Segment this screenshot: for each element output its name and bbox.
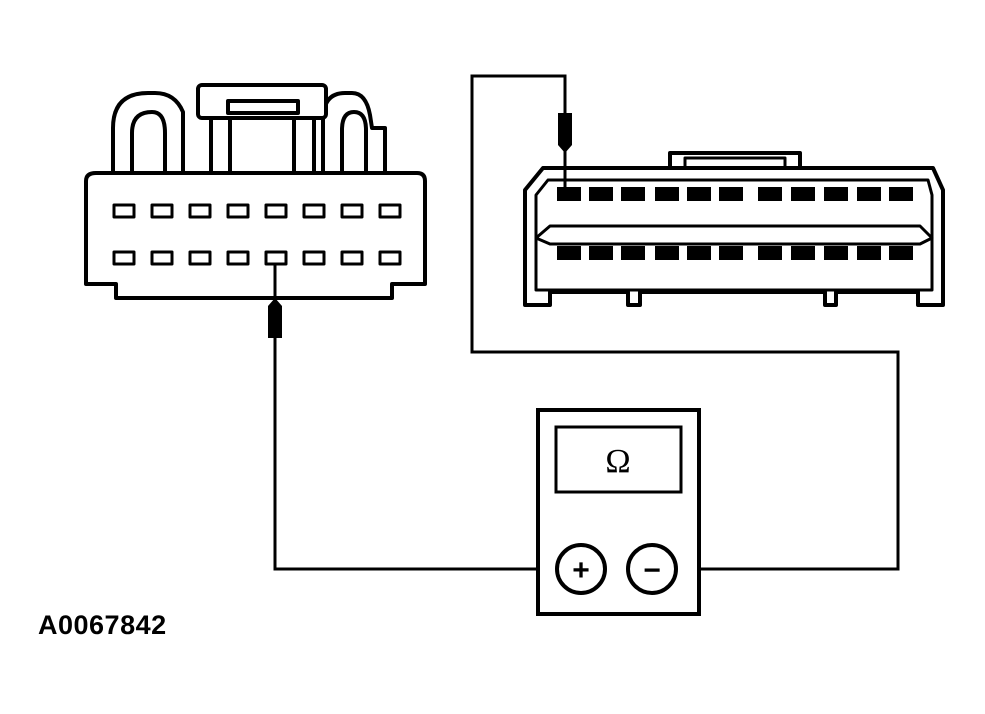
- pin: [719, 187, 743, 201]
- negative-lead-wire: [470, 74, 900, 571]
- pin: [557, 187, 581, 201]
- cavity: [340, 250, 364, 266]
- negative-terminal: [626, 543, 678, 595]
- pin: [687, 246, 711, 260]
- left-connector-cavities-top: [112, 203, 402, 219]
- cavity: [112, 203, 136, 219]
- pin: [621, 246, 645, 260]
- pin: [687, 187, 711, 201]
- cavity: [302, 250, 326, 266]
- cavity: [378, 250, 402, 266]
- left-connector-latch-left-inner: [130, 110, 167, 175]
- cavity: [264, 203, 288, 219]
- ohmmeter: Ω + −: [536, 408, 701, 616]
- pin: [589, 246, 613, 260]
- meter-display: [554, 425, 683, 494]
- left-connector-latch-left: [111, 91, 185, 177]
- pin: [758, 246, 782, 260]
- pin: [857, 246, 881, 260]
- ohm-symbol: Ω: [605, 443, 630, 480]
- left-connector: [84, 83, 427, 300]
- right-probe-tip: [558, 113, 572, 153]
- cavity: [112, 250, 136, 266]
- pin: [889, 246, 913, 260]
- positive-lead-wire: [273, 338, 556, 571]
- pin: [791, 246, 815, 260]
- pin: [889, 187, 913, 201]
- pin: [758, 187, 782, 201]
- left-connector-latch-right-inner: [340, 110, 368, 175]
- cavity: [340, 203, 364, 219]
- cavity: [226, 250, 250, 266]
- right-connector: [523, 151, 945, 307]
- pin: [857, 187, 881, 201]
- pin: [589, 187, 613, 201]
- left-connector-lock-window: [228, 116, 296, 177]
- right-connector-inner-outline: [534, 178, 934, 292]
- cavity: [150, 250, 174, 266]
- cavity: [150, 203, 174, 219]
- pin: [655, 246, 679, 260]
- pin: [655, 187, 679, 201]
- cavity: [264, 250, 288, 266]
- right-connector-latch: [668, 151, 802, 170]
- left-connector-cavities-bottom: [112, 250, 402, 266]
- cavity: [226, 203, 250, 219]
- right-connector-pins-top: [557, 187, 913, 201]
- pin: [557, 246, 581, 260]
- negative-terminal-label: −: [643, 554, 661, 587]
- pin: [791, 187, 815, 201]
- left-connector-body: [84, 171, 427, 300]
- pin: [719, 246, 743, 260]
- right-connector-latch-inner: [683, 156, 787, 168]
- positive-terminal-label: +: [572, 554, 590, 587]
- left-connector-latch-right: [321, 91, 387, 177]
- left-probe-tip: [268, 298, 282, 338]
- cavity: [188, 203, 212, 219]
- test-leads: [273, 74, 900, 571]
- pin: [621, 187, 645, 201]
- figure-id: A0067842: [38, 610, 167, 640]
- cavity: [188, 250, 212, 266]
- cavity: [378, 203, 402, 219]
- right-connector-divider: [534, 224, 934, 246]
- cavity: [302, 203, 326, 219]
- positive-terminal: [555, 543, 607, 595]
- pin: [824, 246, 848, 260]
- pin: [824, 187, 848, 201]
- left-connector-lock-slot: [226, 99, 300, 115]
- right-connector-pins-bottom: [557, 246, 913, 260]
